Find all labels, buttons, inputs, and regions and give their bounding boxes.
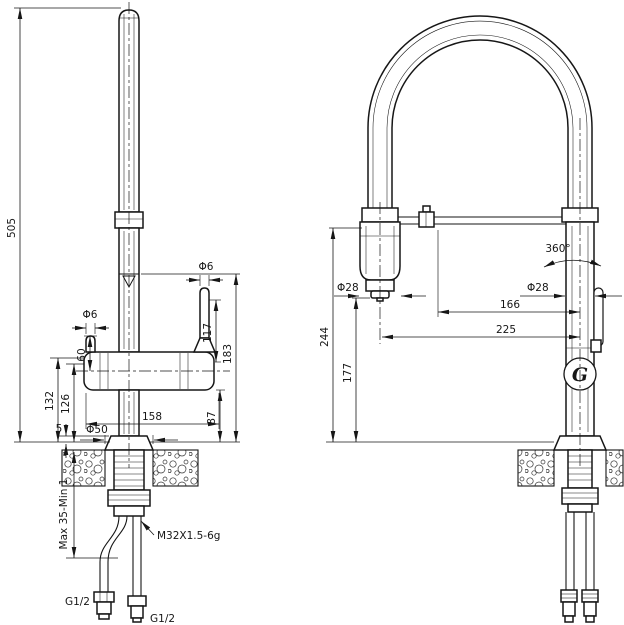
dim-5: 5 [56,423,63,435]
side-view-undercounter [93,449,151,623]
dim-swivel: 360° [545,243,570,255]
dim-60: 60 [76,348,88,361]
dim-mount-range: Max 35-Min 1 [58,479,70,550]
countertop-left [61,449,106,487]
dim-phi6-pin: Φ6 [83,309,98,321]
dim-thread-spec: M32X1.5-6g [157,530,220,542]
dim-87: 87 [206,411,218,424]
hose-fitting-left [93,591,115,603]
threaded-shank-front [567,449,593,489]
dim-158: 158 [142,411,162,423]
front-view-undercounter [560,449,599,623]
handle-front [593,287,604,347]
front-view-faucet-outline [359,15,608,451]
dim-225: 225 [496,324,516,336]
dim-166: 166 [500,299,520,311]
hose-fitting-b [581,589,599,603]
locknut-front [561,487,599,505]
locknut [107,489,151,507]
side-view-countertop [61,449,199,487]
dim-177: 177 [342,363,354,383]
countertop-right [152,449,199,487]
hose-fitting-a [560,589,578,603]
side-view-dimensions [14,7,240,559]
dim-overall-height: 505 [6,218,18,238]
dim-phi50: Φ50 [86,424,108,436]
dim-phi28-column: Φ28 [527,282,549,294]
countertop-left-front [517,449,555,487]
dock-button [418,211,435,228]
front-view-dimensions [326,227,622,443]
front-view-countertop [517,449,624,487]
dim-183: 183 [222,344,234,364]
swivel-arc [543,259,602,268]
dim-g12-left: G1/2 [65,596,90,608]
brand-logo-letter: G [572,364,588,386]
dim-126: 126 [60,394,72,414]
dim-132: 132 [44,391,56,411]
countertop-right-front [605,449,624,487]
dim-phi28-head: Φ28 [337,282,359,294]
dim-244: 244 [319,327,331,347]
dim-g12-bottom: G1/2 [150,613,175,625]
dim-phi6-lever: Φ6 [199,261,214,273]
lever-handle [199,287,210,339]
hose-fitting-bottom [127,595,147,607]
dock-knob [422,205,431,213]
side-view: 505 132 126 5 60 Φ6 Φ6 117 183 87 158 Φ5… [6,2,240,625]
flex-hose-arch [367,15,593,129]
side-view-faucet-outline [83,9,217,451]
dim-117: 117 [202,323,214,343]
hose-curved [99,515,120,592]
front-view: 360° Φ28 Φ28 166 225 244 177 G [319,15,624,623]
